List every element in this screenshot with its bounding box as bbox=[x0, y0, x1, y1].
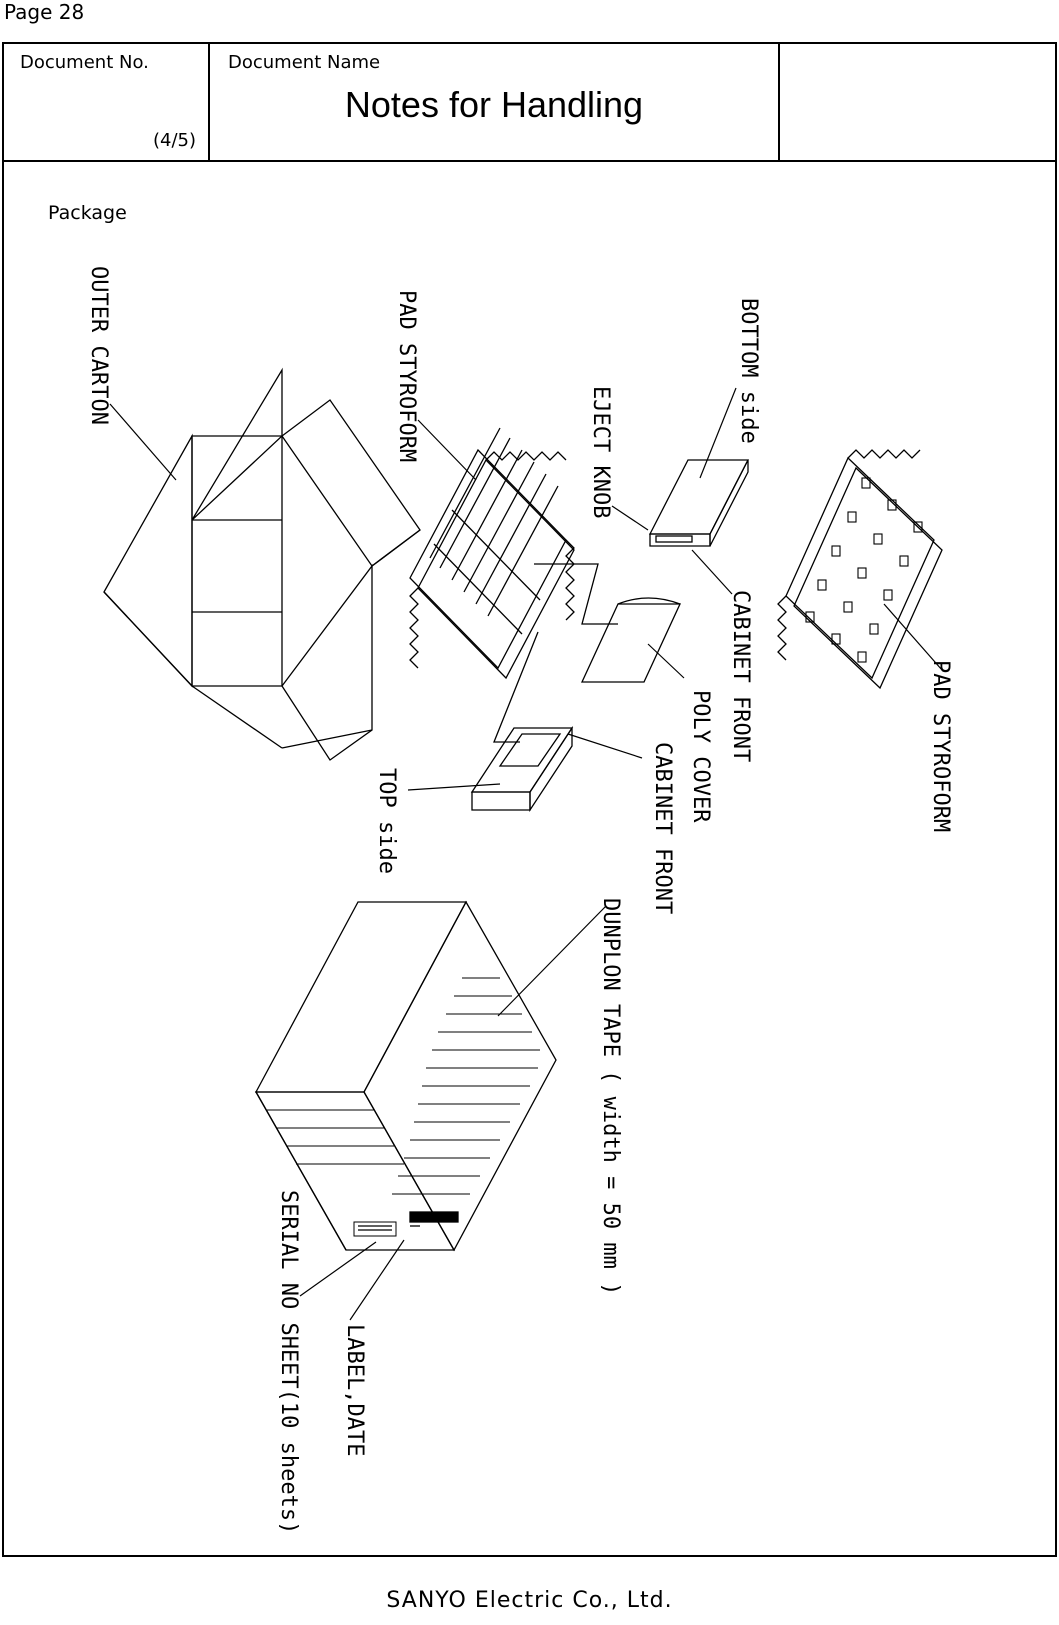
pad-styroform-right-drawing bbox=[777, 449, 943, 690]
cabinet-front-lower-callout: CABINET FRONT bbox=[650, 742, 675, 914]
outer-carton-callout: OUTER CARTON bbox=[86, 266, 111, 425]
bottom-side-callout: BOTTOM side bbox=[736, 298, 761, 444]
poly-cover-callout: POLY COVER bbox=[688, 690, 713, 823]
section-title: Package bbox=[48, 202, 127, 224]
document-number-value: (4/5) bbox=[152, 130, 196, 151]
eject-knob-callout: EJECT KNOB bbox=[588, 386, 613, 518]
pad-styroform-left-callout: PAD STYROFORM bbox=[394, 290, 419, 462]
document-name-cell: Document Name Notes for Handling bbox=[210, 44, 780, 160]
document-header: Document No. (4/5) Document Name Notes f… bbox=[4, 44, 1055, 162]
serial-sheet-callout: SERIAL NO SHEET(10 sheets) bbox=[276, 1190, 301, 1534]
pad-styroform-right-callout: PAD STYROFORM bbox=[928, 660, 953, 832]
document-name-label: Document Name bbox=[228, 52, 381, 73]
document-number-cell: Document No. (4/5) bbox=[4, 44, 210, 160]
document-number-label: Document No. bbox=[20, 52, 149, 73]
cabinet-top-drawing bbox=[470, 725, 574, 813]
document-frame: Document No. (4/5) Document Name Notes f… bbox=[2, 42, 1057, 1557]
cabinet-front-upper-callout: CABINET FRONT bbox=[728, 590, 753, 762]
page-number: Page 28 bbox=[4, 0, 85, 24]
footer-company: SANYO Electric Co., Ltd. bbox=[386, 1588, 673, 1613]
outer-carton-drawing bbox=[103, 367, 421, 761]
taped-carton-drawing bbox=[254, 900, 557, 1252]
pad-styroform-left-drawing bbox=[409, 427, 575, 680]
cabinet-bottom-drawing bbox=[648, 459, 750, 547]
top-side-callout: TOP side bbox=[374, 768, 399, 874]
dunplon-tape-callout: DUNPLON TAPE ( width = 50 mm ) bbox=[598, 898, 623, 1295]
document-title: Notes for Handling bbox=[344, 84, 644, 125]
poly-cover-drawing bbox=[580, 597, 682, 683]
label-date-callout: LABEL,DATE bbox=[342, 1324, 367, 1456]
